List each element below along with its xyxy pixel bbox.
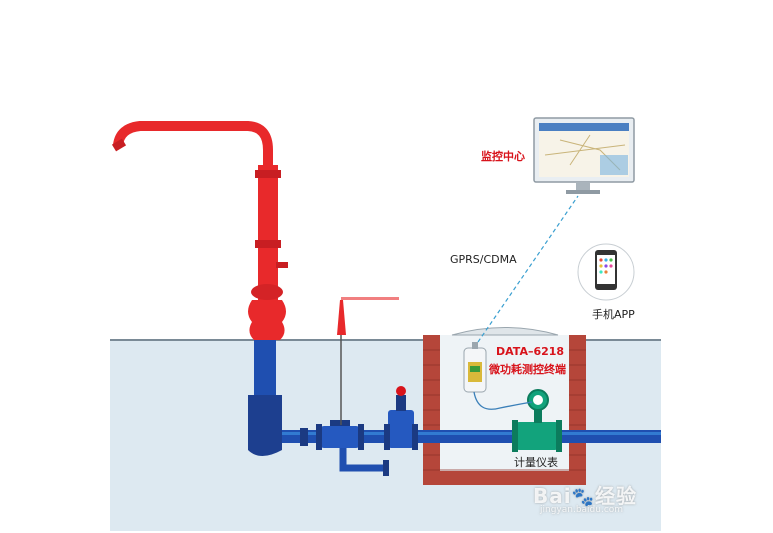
watermark-url: jingyan.baidu.com xyxy=(540,505,624,515)
monitor-center-label: 监控中心 xyxy=(481,150,525,163)
watermark-logo: Bai🐾经验 xyxy=(533,484,638,508)
terminal-name-label: 微功耗测控终端 xyxy=(489,363,566,376)
meter-cable xyxy=(473,391,533,410)
check-valve-icon xyxy=(316,420,364,450)
signal-link xyxy=(477,195,579,343)
fire-hydrant-icon xyxy=(111,121,288,340)
data-terminal-icon xyxy=(463,342,487,393)
gate-valve-icon xyxy=(384,386,418,450)
monitor-icon xyxy=(533,117,635,194)
flow-meter-icon xyxy=(512,389,562,452)
drain-pipe xyxy=(339,448,385,472)
pipe-elbow xyxy=(248,395,282,456)
network-label: GPRS/CDMA xyxy=(450,253,517,266)
smartphone-icon xyxy=(577,243,635,301)
meter-label: 计量仪表 xyxy=(514,456,558,469)
phone-app-label: 手机APP xyxy=(592,308,635,321)
valve-key-handle xyxy=(337,300,346,335)
terminal-model-label: DATA–6218 xyxy=(496,345,565,358)
